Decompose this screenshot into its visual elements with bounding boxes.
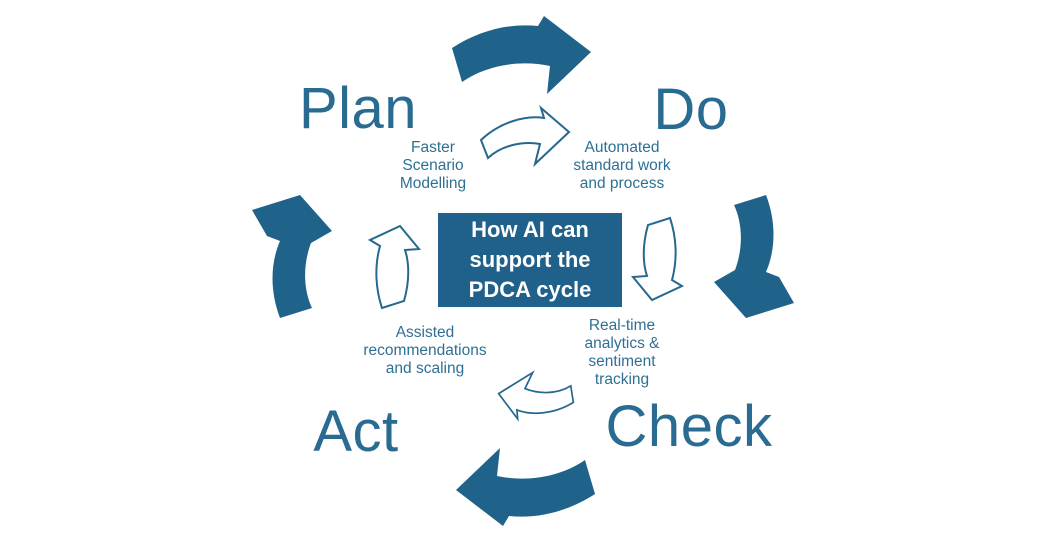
note-line: recommendations [363,342,487,359]
note-line: and scaling [385,360,465,377]
note-line: Modelling [399,175,467,192]
stage-label-check: Check [605,394,773,459]
outer-arrow-check-to-act-icon [456,448,595,526]
stage-note-act: Assisted recommendations and scaling [345,324,505,378]
center-title-line: How AI can [471,217,589,242]
stage-note-plan: Faster Scenario Modelling [353,139,513,193]
stage-label-plan: Plan [298,76,418,141]
center-title-box: How AI can support the PDCA cycle [438,213,622,307]
note-line: Scenario [402,157,464,174]
stage-label-act: Act [313,399,399,464]
center-title-line: PDCA cycle [468,277,592,302]
note-line: and process [579,175,665,192]
note-line: analytics & [584,335,660,352]
note-line: standard work [573,157,671,174]
note-line: Faster [411,139,455,156]
center-title-line: support the [469,247,591,272]
outer-arrow-do-to-check-icon [714,195,794,318]
stage-note-do: Automated standard work and process [542,139,702,193]
inner-arrow-act-to-plan-icon [367,224,422,310]
inner-arrow-plan-to-do-icon [479,105,571,168]
note-line: sentiment [588,353,656,370]
inner-arrow-check-to-act-icon [497,370,575,422]
inner-arrow-do-to-check-icon [630,216,685,302]
stage-label-do: Do [653,77,729,142]
note-line: Automated [584,139,660,156]
note-line: Assisted [395,324,455,341]
outer-arrow-act-to-plan-icon [252,195,332,318]
stage-note-check: Real-time analytics & sentiment tracking [542,317,702,389]
note-line: tracking [594,371,650,388]
note-line: Real-time [588,317,656,334]
outer-arrow-plan-to-do-icon [452,16,591,94]
